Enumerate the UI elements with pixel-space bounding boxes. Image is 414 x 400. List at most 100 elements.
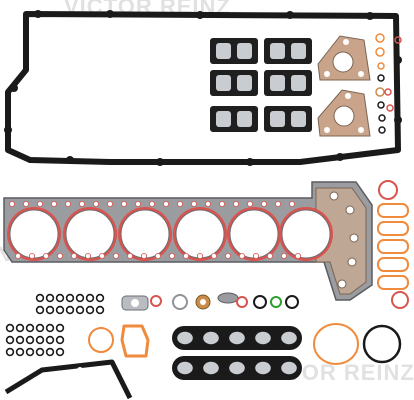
- bolt-hole: [196, 252, 203, 259]
- bolt-hole: [288, 200, 295, 207]
- strip-hole: [229, 361, 245, 375]
- seal-ring: [377, 101, 385, 109]
- cylinder-bore: [9, 209, 59, 259]
- seal-ring: [85, 293, 95, 303]
- cylinder-bore: [65, 209, 115, 259]
- seal-ring: [75, 293, 85, 303]
- bolt-hole: [113, 252, 120, 259]
- bolt-hole: [51, 200, 58, 207]
- bolt-hole: [345, 205, 355, 215]
- large-seal-rings: [313, 323, 402, 365]
- strip-hole: [255, 361, 271, 375]
- manifold-gasket: [264, 38, 312, 64]
- seal-ring: [15, 347, 25, 357]
- bolt-hole: [329, 191, 339, 201]
- seal-ring: [85, 305, 95, 315]
- bolt-hole: [190, 200, 197, 207]
- bolt-hole: [204, 200, 211, 207]
- seal-ring: [45, 323, 55, 333]
- bolt-hole: [85, 252, 92, 259]
- bolt-hole: [8, 200, 15, 207]
- bolt-hole: [238, 252, 245, 259]
- bolt-hole: [347, 257, 357, 267]
- seal-ring: [55, 335, 65, 345]
- seal-ring: [55, 305, 65, 315]
- small-seal-rings-left: [5, 293, 105, 357]
- bolt-hole: [176, 200, 183, 207]
- manifold-gasket: [210, 70, 258, 96]
- seal-ring: [386, 104, 394, 112]
- bolt-hole: [260, 200, 267, 207]
- cylinder-bore: [120, 209, 170, 259]
- seal-ring: [375, 33, 385, 43]
- seal-ring: [55, 323, 65, 333]
- bolt-hole: [14, 252, 21, 259]
- bolt-hole: [218, 200, 225, 207]
- exhaust-gasket-lower: [317, 89, 371, 137]
- bolt-hole: [57, 252, 64, 259]
- bolt-hole: [274, 200, 281, 207]
- bolt-hole: [182, 252, 189, 259]
- seal-ring: [95, 305, 105, 315]
- bolt-hole: [79, 200, 86, 207]
- seal-ring: [45, 305, 55, 315]
- bolt-hole: [148, 200, 155, 207]
- bolt-hole: [99, 252, 106, 259]
- bolt-hole: [224, 252, 231, 259]
- manifold-gasket-grid: [210, 38, 312, 132]
- seal-ring: [25, 347, 35, 357]
- bolt-hole: [162, 200, 169, 207]
- seal-ring: [35, 323, 45, 333]
- bolt-hole: [127, 252, 134, 259]
- strip-hole: [281, 361, 297, 375]
- intake-gasket: [377, 275, 409, 290]
- cylinder-bore: [229, 209, 279, 259]
- seal-ring: [378, 114, 386, 122]
- bolt-hole: [280, 252, 287, 259]
- seal-ring: [65, 305, 75, 315]
- seal-ring: [5, 323, 15, 333]
- bolt-hole: [121, 200, 128, 207]
- manifold-gasket: [210, 106, 258, 132]
- seal-ring: [35, 293, 45, 303]
- seal-ring: [35, 305, 45, 315]
- cylinder-bore: [281, 209, 331, 259]
- bolt-hole: [210, 252, 217, 259]
- misc-seals-row: [121, 292, 299, 311]
- seal-ring: [45, 293, 55, 303]
- rounded-orange-gasket: [88, 324, 150, 358]
- strip-hole: [203, 331, 219, 345]
- intake-gasket: [377, 221, 409, 236]
- seal-ring: [5, 335, 15, 345]
- seal-ring: [55, 347, 65, 357]
- cylinder-bore: [175, 209, 225, 259]
- exhaust-gasket-upper: [317, 35, 371, 81]
- bolt-hole: [337, 279, 347, 289]
- cylinder-head-gasket: [3, 181, 373, 301]
- strip-hole: [229, 331, 245, 345]
- seal-ring: [15, 323, 25, 333]
- seal-ring: [75, 305, 85, 315]
- manifold-gasket: [264, 70, 312, 96]
- bolt-hole: [140, 252, 147, 259]
- bolt-hole: [28, 252, 35, 259]
- seal-ring: [375, 47, 385, 57]
- strip-hole: [281, 331, 297, 345]
- small-seal-rings-top-right: [375, 33, 402, 134]
- seal-ring: [377, 74, 385, 82]
- intake-gaskets-orange: [377, 180, 409, 309]
- manifold-gasket: [210, 38, 258, 64]
- seal-ring: [15, 335, 25, 345]
- manifold-gasket: [264, 106, 312, 132]
- bolt-hole: [294, 252, 301, 259]
- seal-ring: [45, 335, 55, 345]
- seal-ring: [384, 88, 392, 96]
- bolt-hole: [37, 200, 44, 207]
- strip-hole: [177, 331, 193, 345]
- seal-ring: [394, 36, 402, 44]
- valve-cover-gasket: [4, 10, 402, 166]
- curved-black-seal: [4, 359, 133, 400]
- black-seal-strips: [172, 326, 302, 380]
- bolt-hole: [168, 252, 175, 259]
